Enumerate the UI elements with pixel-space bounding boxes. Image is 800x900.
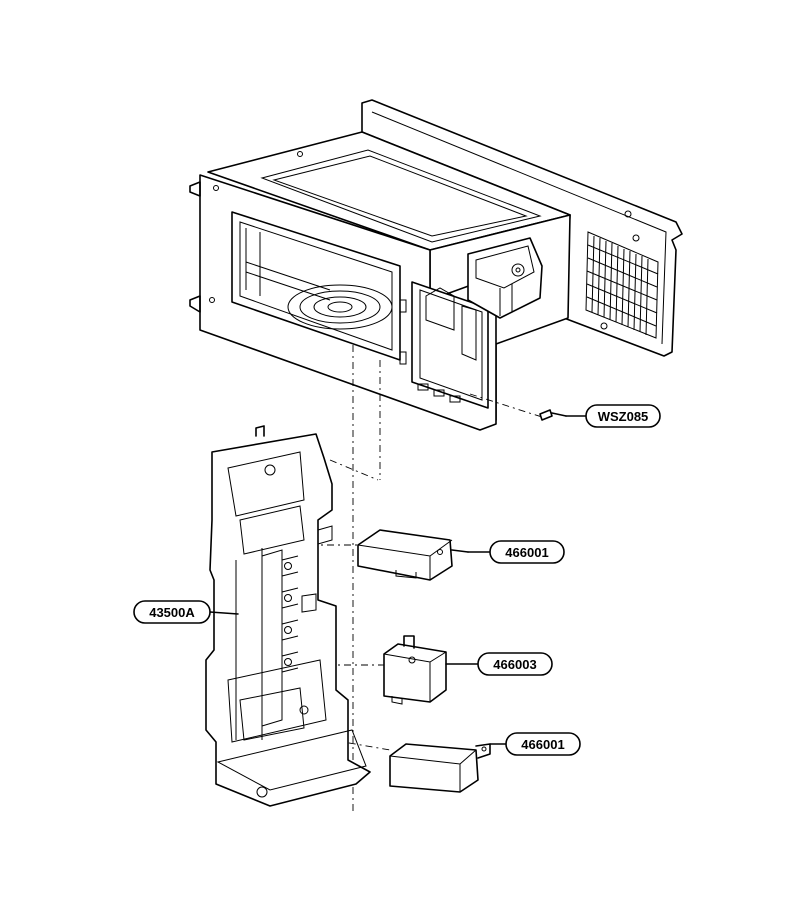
callout-43500a: 43500A [133, 600, 211, 624]
callout-466003-label: 466003 [493, 657, 536, 672]
switch-part-upper [357, 529, 469, 581]
callout-wsz085-label: WSZ085 [598, 409, 649, 424]
callout-43500a-label: 43500A [149, 605, 195, 620]
callout-leaders [209, 415, 587, 745]
callout-466001-lower: 466001 [505, 732, 581, 756]
callout-466001-upper-label: 466001 [505, 545, 548, 560]
latch-board-part [205, 425, 371, 807]
callout-466001-upper: 466001 [489, 540, 565, 564]
callout-466001-lower-label: 466001 [521, 737, 564, 752]
back-panel-vents [585, 231, 659, 339]
switch-part-lower [389, 743, 491, 793]
turntable [287, 284, 393, 330]
motor-bracket [467, 237, 543, 319]
callout-wsz085: WSZ085 [585, 404, 661, 428]
microwave-cavity-assembly [189, 99, 683, 431]
callout-466003: 466003 [477, 652, 553, 676]
switch-part-middle [383, 635, 447, 705]
screw-part [539, 409, 567, 421]
